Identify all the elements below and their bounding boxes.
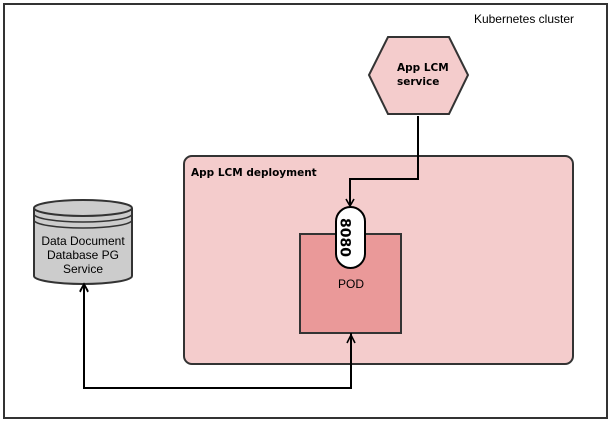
database-ring-2 [33,219,133,229]
app-lcm-service-hexagon [367,36,470,115]
app-lcm-service-label-line1: App LCM [397,62,449,74]
app-lcm-deployment-label: App LCM deployment [191,167,317,179]
port-8080-pill [335,206,366,269]
database-label-line1: Data Document [41,234,125,248]
database-arrowhead [79,282,89,293]
pod-to-database-connector [79,282,352,389]
database-label-line2: Database PG [47,248,119,262]
database-ring-1 [33,213,133,223]
database-cylinder-icon [33,199,133,285]
database-label-line3: Service [63,262,103,276]
kubernetes-cluster-label: Kubernetes cluster [474,12,574,26]
pod-bottom-arrowhead [346,333,356,344]
service-to-port-connector [345,116,419,208]
database-top [33,199,133,217]
pod-label: POD [338,277,364,291]
hexagon-icon [367,36,470,115]
port-8080-label: 8080 [337,218,353,257]
app-lcm-service-label-line2: service [397,76,439,88]
